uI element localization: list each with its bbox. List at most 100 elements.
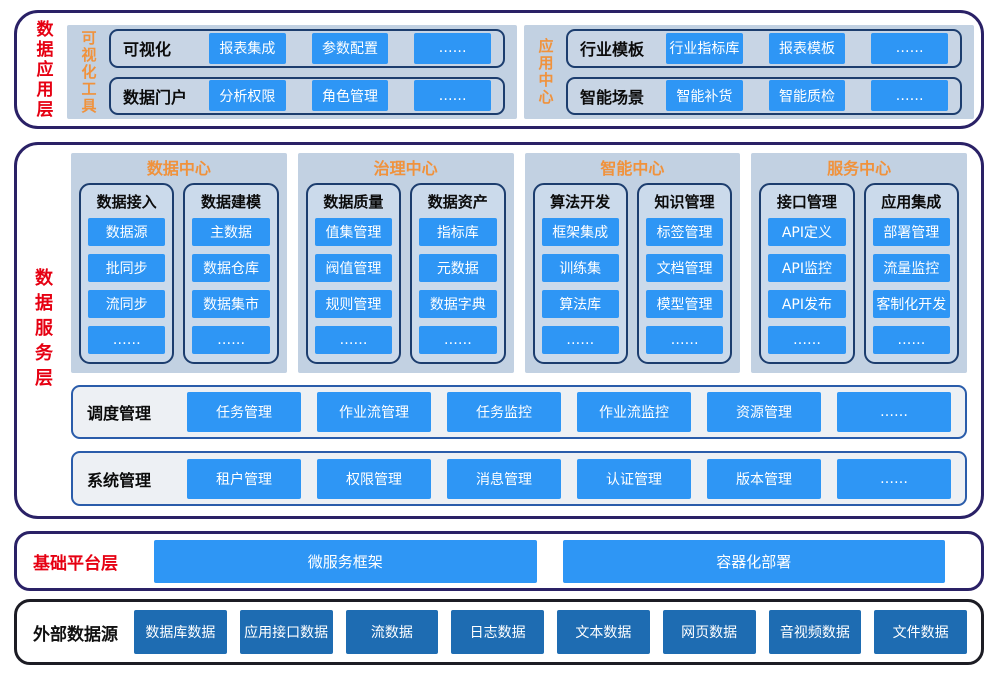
feature-button: 作业流监控 <box>577 391 691 432</box>
feature-button: 框架集成 <box>541 218 619 246</box>
group-api-mgmt-header: 接口管理 <box>776 193 837 211</box>
feature-button: 数据集市 <box>192 289 270 318</box>
platform-service-button: 容器化部署 <box>562 539 945 583</box>
group-data-quality-items: 值集管理阀值管理规则管理 …… <box>314 218 393 354</box>
feature-button: …… <box>837 458 951 499</box>
smart-scenario-row-label: 智能场景 <box>580 87 645 107</box>
group-algorithm-dev: 算法开发 框架集成训练集算法库…… <box>532 183 628 364</box>
group-app-integration: 应用集成 部署管理流量监控客制化开发…… <box>863 183 959 364</box>
system-management-label: 系统管理 <box>87 470 152 490</box>
feature-button: 智能质检 <box>768 80 846 112</box>
application-center-rows: 行业模板 行业指标库报表模板…… 智能场景 智能补货智能质检 …… <box>566 25 974 119</box>
group-data-quality-header: 数据质量 <box>323 193 384 211</box>
group-knowledge-mgmt-items: 标签管理文档管理模型管理…… <box>645 218 724 354</box>
group-data-modeling: 数据建模 主数据数据仓库数据集市 …… <box>183 183 279 364</box>
application-center-panel: 应用中心 行业模板 行业指标库报表模板…… 智能场景 智能补货智能质检…… <box>524 25 974 119</box>
feature-button: 客制化开发 <box>872 289 950 318</box>
data-source-button: 文件数据 <box>874 610 967 654</box>
feature-button: API监控 <box>768 253 846 282</box>
external-data-sources-buttons: 数据库数据应用接口数据流数据日志数据文本数据网页数据音视频数据文件数据 <box>134 610 981 654</box>
feature-button: …… <box>837 391 951 432</box>
feature-button: 主数据 <box>192 218 270 246</box>
group-data-access-items: 数据源批同步流同步…… <box>88 218 166 354</box>
feature-button: …… <box>192 325 270 354</box>
feature-button: 参数配置 <box>311 32 389 64</box>
platform-service-button: 微服务框架 <box>154 539 537 583</box>
governance-center-column: 治理中心 数据质量 值集管理阀值管理规则管理…… 数据资产 指标库元数据数据字典… <box>297 153 514 373</box>
feature-button: 模型管理 <box>645 289 724 318</box>
group-data-assets-header: 数据资产 <box>427 193 488 211</box>
feature-button: 行业指标库 <box>666 32 743 64</box>
feature-button: 标签管理 <box>645 218 724 246</box>
feature-button: 任务管理 <box>187 391 301 432</box>
industry-template-row-buttons: 行业指标库报表模板…… <box>666 32 949 64</box>
feature-button: 值集管理 <box>314 218 393 246</box>
feature-button: 版本管理 <box>707 458 821 499</box>
base-platform-layer-label: 基础平台层 <box>33 553 118 574</box>
group-data-modeling-header: 数据建模 <box>201 193 262 211</box>
intelligence-center-groups: 算法开发 框架集成训练集算法库…… 知识管理 标签管理文档管理模型管理…… <box>532 183 733 364</box>
external-data-sources-label: 外部数据源 <box>33 624 118 645</box>
group-app-integration-items: 部署管理流量监控客制化开发…… <box>872 218 950 354</box>
feature-button: 报表集成 <box>209 32 286 64</box>
base-platform-buttons: 微服务框架容器化部署 <box>154 539 981 583</box>
group-data-assets: 数据资产 指标库元数据数据字典…… <box>410 183 506 364</box>
feature-button: API定义 <box>768 218 846 246</box>
visualization-row-label: 可视化 <box>123 40 172 60</box>
feature-button: …… <box>871 32 949 64</box>
group-algorithm-dev-items: 框架集成训练集算法库…… <box>541 218 619 354</box>
feature-button: 数据仓库 <box>192 253 270 282</box>
external-data-sources-layer: 外部数据源 数据库数据应用接口数据流数据日志数据文本数据网页数据音视频数据文件数… <box>14 599 984 665</box>
feature-button: 规则管理 <box>314 289 393 318</box>
data-portal-row: 数据门户 分析权限角色管理…… <box>109 76 505 115</box>
group-algorithm-dev-header: 算法开发 <box>550 193 611 211</box>
feature-button: 流同步 <box>88 289 166 318</box>
data-service-layer-body: 数据中心 数据接入 数据源批同步流同步…… 数据建模 主数据数据仓库数据集市……… <box>67 145 981 516</box>
intelligence-center-title: 智能中心 <box>600 159 665 178</box>
feature-button: …… <box>872 325 950 354</box>
base-platform-layer: 基础平台层 微服务框架容器化部署 <box>14 531 984 591</box>
industry-template-row: 行业模板 行业指标库报表模板…… <box>566 29 962 68</box>
system-management-row: 系统管理 租户管理权限管理消息管理认证管理版本管理…… <box>71 451 967 506</box>
system-management-buttons: 租户管理权限管理消息管理认证管理版本管理…… <box>187 458 951 499</box>
feature-button: 智能补货 <box>666 80 743 112</box>
intelligence-center-column: 智能中心 算法开发 框架集成训练集算法库…… 知识管理 标签管理文档管理模型管理… <box>524 153 741 373</box>
data-service-layer-label: 数据服务层 <box>32 268 53 393</box>
data-portal-row-label: 数据门户 <box>123 87 188 107</box>
data-center-column: 数据中心 数据接入 数据源批同步流同步…… 数据建模 主数据数据仓库数据集市…… <box>71 153 287 373</box>
centers-row: 数据中心 数据接入 数据源批同步流同步…… 数据建模 主数据数据仓库数据集市……… <box>71 153 967 373</box>
data-source-button: 文本数据 <box>557 610 650 654</box>
feature-button: …… <box>88 325 166 354</box>
scheduling-management-buttons: 任务管理作业流管理任务监控作业流监控资源管理…… <box>187 391 951 432</box>
feature-button: 角色管理 <box>311 80 389 112</box>
scheduling-management-row: 调度管理 任务管理作业流管理任务监控作业流监控资源管理…… <box>71 384 967 440</box>
data-application-layer: 数据应用层 可视化工具 可视化 报表集成参数配置…… 数据门户 分析权限角色管理… <box>14 10 984 129</box>
feature-button: …… <box>768 325 846 354</box>
data-service-layer: 数据服务层 数据中心 数据接入 数据源批同步流同步…… 数据建模 主数据数据仓库… <box>14 142 984 519</box>
data-center-groups: 数据接入 数据源批同步流同步…… 数据建模 主数据数据仓库数据集市…… <box>79 183 279 364</box>
feature-button: 指标库 <box>419 218 497 246</box>
group-data-modeling-items: 主数据数据仓库数据集市 …… <box>192 218 270 354</box>
feature-button: 算法库 <box>541 289 619 318</box>
group-data-access: 数据接入 数据源批同步流同步…… <box>79 183 175 364</box>
group-app-integration-header: 应用集成 <box>881 193 942 211</box>
feature-button: 元数据 <box>419 253 497 282</box>
feature-button: …… <box>419 325 497 354</box>
data-source-button: 日志数据 <box>451 610 544 654</box>
feature-button: 阀值管理 <box>314 253 393 282</box>
data-center-title: 数据中心 <box>146 159 211 178</box>
visualization-tools-rows: 可视化 报表集成参数配置…… 数据门户 分析权限角色管理…… <box>109 25 517 119</box>
data-source-button: 网页数据 <box>662 610 756 654</box>
governance-center-title: 治理中心 <box>373 159 438 178</box>
governance-center-groups: 数据质量 值集管理阀值管理规则管理…… 数据资产 指标库元数据数据字典…… <box>305 183 506 364</box>
feature-button: 消息管理 <box>447 458 561 499</box>
feature-button: 文档管理 <box>645 253 724 282</box>
feature-button: …… <box>314 325 393 354</box>
industry-template-row-label: 行业模板 <box>580 40 645 60</box>
visualization-row-buttons: 报表集成参数配置…… <box>209 32 492 64</box>
feature-button: …… <box>541 325 619 354</box>
